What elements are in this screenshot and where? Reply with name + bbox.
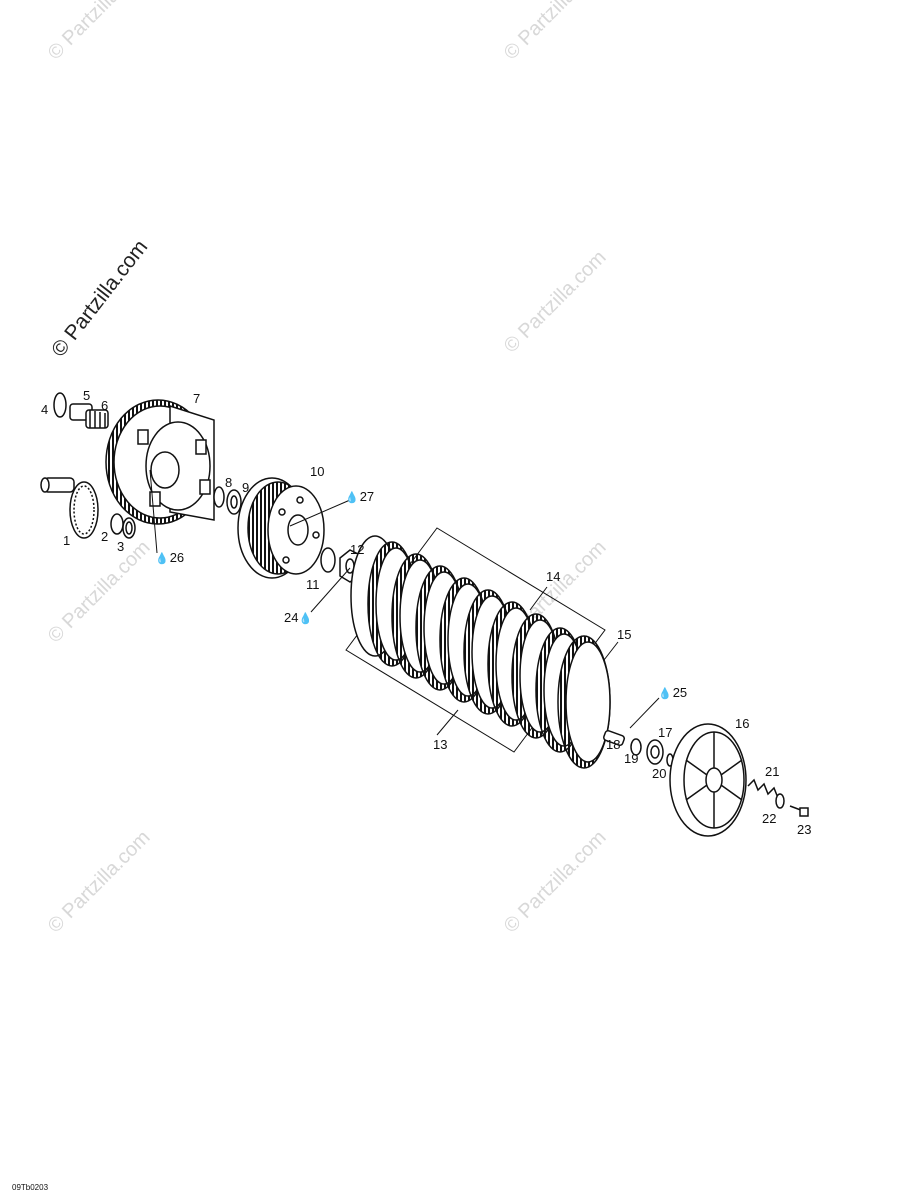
callout-4: 4	[41, 402, 49, 417]
callout-3: 3	[117, 539, 125, 554]
leader-15	[603, 641, 619, 661]
part-2-3-washers	[110, 513, 136, 539]
callout-27: 💧27	[345, 490, 374, 505]
callout-23: 23	[797, 822, 812, 837]
callout-9: 9	[242, 480, 250, 495]
callout-2: 2	[101, 529, 109, 544]
drop-icon: 💧	[155, 553, 169, 565]
callout-27-number: 27	[359, 489, 375, 504]
drop-icon: 💧	[345, 492, 359, 504]
leader-lines	[149, 469, 660, 736]
callout-24-number: 24	[284, 610, 299, 625]
callout-20: 20	[652, 766, 667, 781]
callout-21: 21	[765, 764, 780, 779]
drawing-code: 09Tb0203	[12, 1183, 49, 1192]
callout-25-number: 25	[672, 685, 688, 700]
drop-icon: 💧	[298, 613, 313, 625]
callout-8: 8	[225, 475, 233, 490]
callout-18: 18	[606, 737, 621, 752]
drop-icon: 💧	[658, 688, 672, 700]
part-16-pressure-plate	[669, 723, 747, 837]
callout-19: 19	[624, 751, 639, 766]
callout-1: 1	[63, 533, 71, 548]
callout-11: 11	[306, 577, 320, 592]
part-4-5-6-bearing	[53, 392, 109, 429]
part-8-9-washers	[213, 486, 242, 515]
part-7-clutch-housing	[105, 399, 215, 525]
callout-24: 24💧	[284, 611, 313, 626]
part-13-14-plate-stack	[345, 527, 611, 769]
callout-16: 16	[735, 716, 750, 731]
callout-26: 💧26	[155, 551, 184, 566]
callout-5: 5	[83, 388, 91, 403]
callout-26-number: 26	[169, 550, 185, 565]
part-1-gear	[40, 477, 99, 539]
callout-12: 12	[350, 542, 365, 557]
callout-15: 15	[617, 627, 632, 642]
callout-7: 7	[193, 391, 201, 406]
callout-25: 💧25	[658, 686, 687, 701]
part-10-clutch-hub	[237, 477, 325, 579]
callout-14: 14	[546, 569, 561, 584]
callout-6: 6	[101, 398, 109, 413]
callout-17: 17	[658, 725, 673, 740]
callout-10: 10	[310, 464, 325, 479]
part-21-22-23-spring-screw	[747, 778, 809, 817]
callout-13: 13	[433, 737, 448, 752]
callout-22: 22	[762, 811, 777, 826]
